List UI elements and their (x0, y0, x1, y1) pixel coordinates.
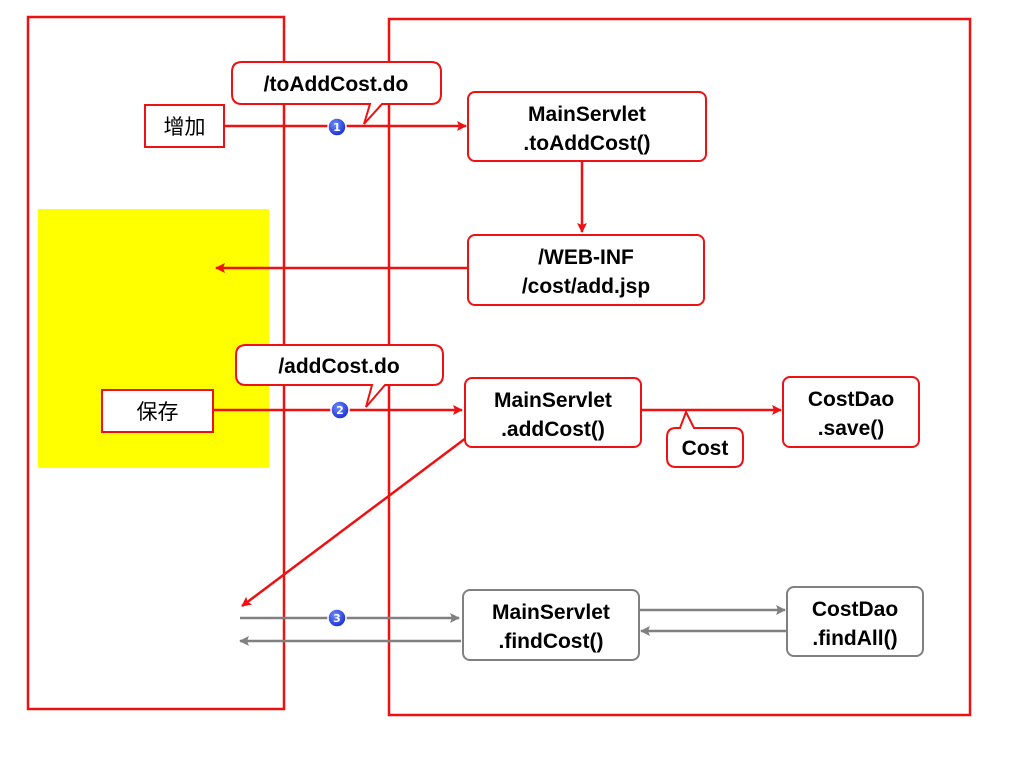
svg-text:MainServlet: MainServlet (492, 601, 610, 624)
svg-text:.toAddCost(): .toAddCost() (523, 132, 650, 155)
svg-text:3: 3 (333, 612, 341, 625)
node-cost-dao-save: CostDao .save() (782, 376, 920, 448)
node-main-servlet-to-add-cost: MainServlet .toAddCost() (467, 91, 707, 162)
save-button-label: 保存 (137, 400, 179, 424)
svg-text:1: 1 (333, 121, 341, 134)
node-cost-dao-find-all: CostDao .findAll() (786, 586, 924, 657)
svg-text:CostDao: CostDao (812, 598, 898, 621)
svg-text:.addCost(): .addCost() (501, 418, 605, 441)
svg-text:.findCost(): .findCost() (499, 630, 604, 653)
callout-cost-param: Cost (666, 409, 744, 468)
callout-add-url: /addCost.do (235, 344, 444, 408)
node-main-servlet-find-cost: MainServlet .findCost() (462, 589, 640, 661)
step-badge-3: 3 (327, 608, 347, 628)
svg-text:2: 2 (336, 404, 344, 417)
add-button[interactable]: 增加 (144, 104, 225, 148)
step-badge-2: 2 (330, 400, 350, 420)
svg-text:/cost/add.jsp: /cost/add.jsp (522, 275, 650, 298)
arrow-redirect-to-client (241, 437, 467, 607)
svg-text:CostDao: CostDao (808, 388, 894, 411)
save-button[interactable]: 保存 (101, 389, 214, 433)
callout-cost-param-text: Cost (682, 437, 729, 460)
add-button-label: 增加 (164, 115, 206, 139)
callout-to-add-url-text: /toAddCost.do (264, 73, 409, 96)
step-badge-1: 1 (327, 117, 347, 137)
svg-text:MainServlet: MainServlet (494, 389, 612, 412)
svg-text:/WEB-INF: /WEB-INF (538, 246, 634, 269)
callout-to-add-url: /toAddCost.do (231, 61, 442, 125)
svg-text:.findAll(): .findAll() (812, 627, 897, 650)
node-main-servlet-add-cost: MainServlet .addCost() (464, 377, 642, 448)
svg-text:MainServlet: MainServlet (528, 103, 646, 126)
svg-text:.save(): .save() (818, 417, 885, 440)
node-add-jsp: /WEB-INF /cost/add.jsp (467, 234, 705, 306)
callout-add-url-text: /addCost.do (278, 355, 399, 378)
